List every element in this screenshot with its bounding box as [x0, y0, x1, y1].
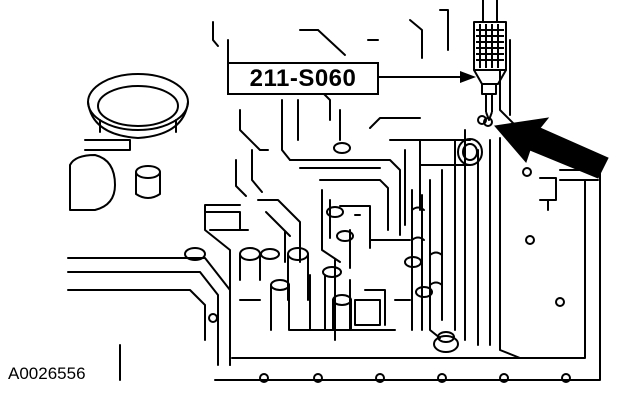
left-boss [135, 165, 161, 199]
valve-body-passages [257, 117, 421, 341]
left-pan-section [67, 257, 231, 381]
lower-details [239, 299, 411, 326]
callout-leader [379, 71, 476, 83]
right-bracket [539, 177, 557, 211]
left-bore [69, 139, 131, 211]
special-tool-211-S060 [473, 0, 507, 127]
figure-id-label: A0026556 [8, 364, 86, 383]
bolt-bosses [184, 142, 459, 353]
location-arrow-icon [494, 117, 609, 179]
tool-callout-label: 211-S060 [227, 62, 379, 95]
spool-tube [419, 138, 483, 166]
ring-seal [87, 73, 189, 139]
flange-bolt-holes [259, 115, 571, 383]
